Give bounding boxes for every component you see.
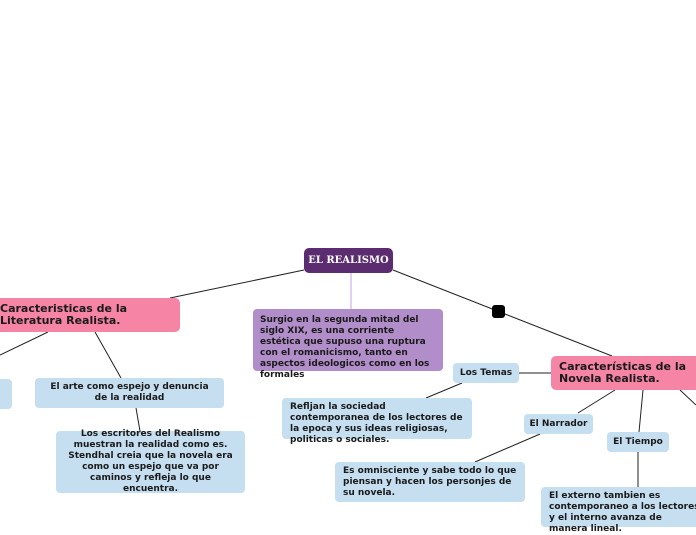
node-arte-text: El arte como espejo y denuncia de la rea…	[50, 382, 209, 403]
branch-literatura-label: Caracteristicas de la Literatura Realist…	[0, 302, 128, 327]
node-reflejan[interactable]: Refljan la sociedad contemporanea de los…	[282, 398, 472, 445]
connector-literatura-left	[0, 331, 49, 356]
connector-novela-tiempo	[638, 389, 644, 433]
root-label: EL REALISMO	[308, 255, 389, 266]
connector-temas-reflejan	[425, 382, 463, 399]
branch-literatura[interactable]: Caracteristicas de la Literatura Realist…	[0, 298, 180, 332]
branch-novela-label: Características de la Novela Realista.	[559, 360, 687, 385]
node-omnisciente[interactable]: Es omnisciente y sabe todo lo que piensa…	[335, 462, 525, 502]
connector-arte-escritores	[135, 407, 141, 432]
node-arte[interactable]: El arte como espejo y denuncia de la rea…	[35, 378, 224, 408]
node-narrador-text: El Narrador	[529, 418, 588, 429]
connector-novela-narrador	[577, 389, 616, 414]
node-tiempo[interactable]: El Tiempo	[607, 432, 669, 452]
connector-narrador-omnisciente	[474, 433, 541, 463]
node-escritores[interactable]: Los escritores del Realismo muestran la …	[56, 429, 245, 494]
node-externo-text: El externo tambien es contemporaneo a lo…	[549, 491, 696, 534]
node-omnisciente-text: Es omnisciente y sabe todo lo que piensa…	[343, 466, 517, 498]
root-topic[interactable]: EL REALISMO	[304, 248, 393, 273]
node-temas[interactable]: Los Temas	[453, 363, 519, 383]
note-surgio[interactable]: Surgio en la segunda mitad del siglo XIX…	[253, 309, 443, 380]
connector-literatura-arte	[94, 331, 122, 379]
node-tiempo-text: El Tiempo	[613, 436, 663, 447]
note-surgio-text: Surgio en la segunda mitad del siglo XIX…	[260, 315, 430, 380]
collapse-handle[interactable]	[492, 305, 505, 318]
connector-novela-right	[679, 389, 696, 406]
partial-left-node[interactable]	[0, 379, 12, 409]
node-externo[interactable]: El externo tambien es contemporaneo a lo…	[541, 487, 696, 534]
node-narrador[interactable]: El Narrador	[524, 414, 593, 434]
node-temas-text: Los Temas	[459, 367, 513, 378]
node-reflejan-text: Refljan la sociedad contemporanea de los…	[290, 402, 463, 445]
branch-novela[interactable]: Características de la Novela Realista.	[551, 356, 696, 390]
connector-lines	[0, 269, 696, 487]
node-escritores-text: Los escritores del Realismo muestran la …	[68, 429, 233, 494]
connector-root-literatura	[169, 269, 305, 299]
